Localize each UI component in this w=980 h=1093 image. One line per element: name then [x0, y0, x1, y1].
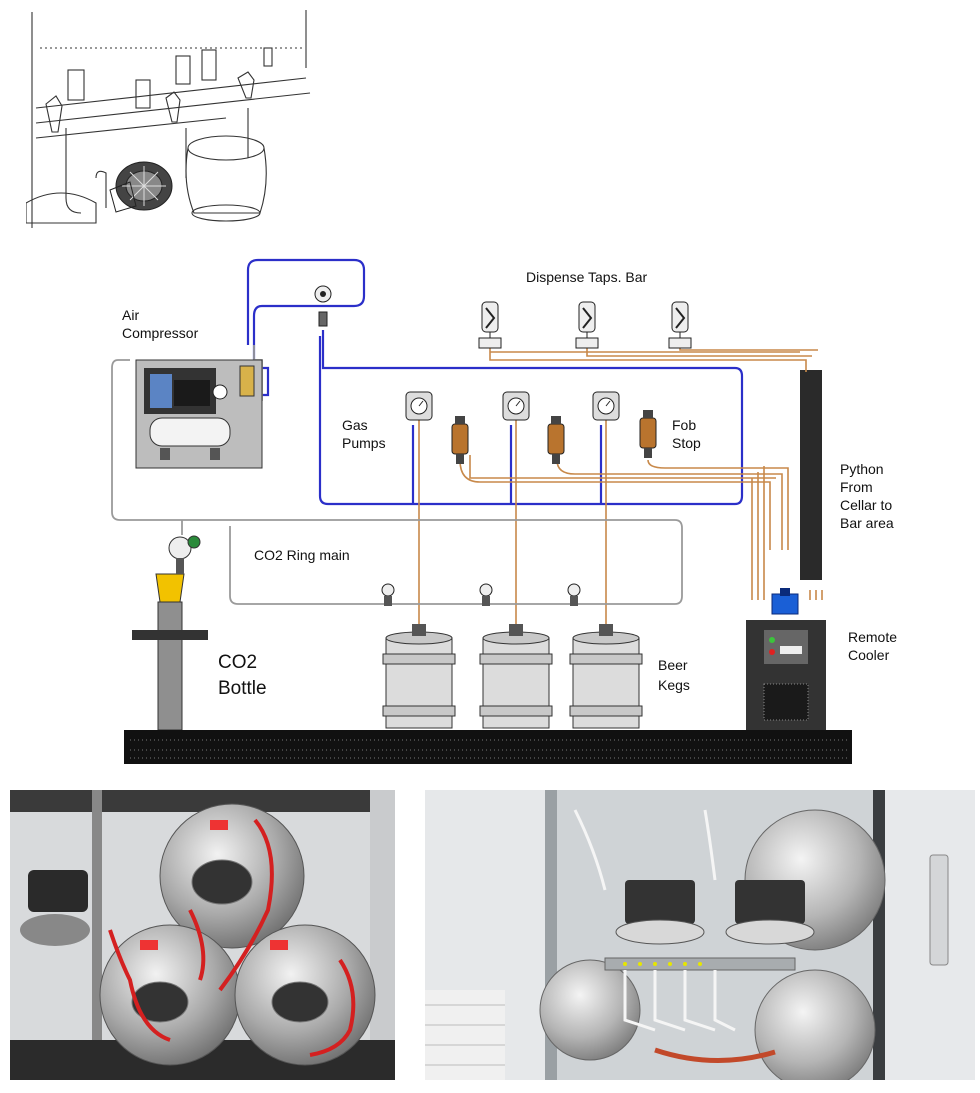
- fob-stop-1: [451, 416, 469, 464]
- dispense-tap-3: [668, 301, 692, 349]
- cellar-tanks-photo: [10, 790, 395, 1080]
- sketch-counter-edge: [35, 77, 307, 109]
- schematic-svg: Dispense Taps. Bar Air Compressor Gas Pu…: [111, 258, 897, 764]
- air-compressor-label-line1: Air: [122, 307, 139, 323]
- cellar-room-svg: [425, 790, 975, 1091]
- cellar-floor: [124, 730, 852, 764]
- bar-sketch-svg: [25, 10, 311, 228]
- python-label-line1: Python: [840, 461, 884, 477]
- gas-regulator-gauge: [314, 285, 332, 327]
- air-compressor-unit: [135, 359, 263, 469]
- door-hinge: [929, 854, 949, 966]
- remote-cooler-label-line1: Remote: [848, 629, 897, 645]
- co2-bottle-label-line2: Bottle: [218, 678, 267, 699]
- co2-ring-main-label: CO2 Ring main: [254, 547, 350, 563]
- stainless-tank-left: [99, 924, 241, 1066]
- dispense-taps: [478, 301, 692, 349]
- beer-keg-2: [479, 624, 553, 729]
- remote-cooler: [746, 588, 826, 730]
- fob-stop-2: [547, 416, 565, 464]
- fob-stop-label-line1: Fob: [672, 417, 696, 433]
- tank-left-lower: [539, 959, 641, 1061]
- co2-bottle-label-line1: CO2: [218, 652, 257, 673]
- tank-right-lower: [754, 969, 876, 1091]
- sketch-keg: [187, 135, 265, 161]
- beer-dispense-schematic: Dispense Taps. Bar Air Compressor Gas Pu…: [0, 250, 980, 770]
- python-label-line3: Cellar to: [840, 497, 892, 513]
- dispense-tap-1: [478, 301, 502, 349]
- keg-gas-gauges: [381, 583, 581, 606]
- gas-pumps-label-line2: Pumps: [342, 435, 386, 451]
- red-hose: [654, 1047, 776, 1063]
- wall-compressor: [20, 870, 90, 946]
- beer-keg-1: [382, 624, 456, 729]
- python-label-line2: From: [840, 479, 873, 495]
- gas-pump-2: [502, 391, 530, 421]
- gas-pumps-label-line1: Gas: [342, 417, 368, 433]
- beer-line-bundle: [573, 809, 736, 1032]
- gas-pumps: [405, 391, 620, 421]
- beer-keg-3: [569, 624, 643, 729]
- gas-line: [246, 258, 744, 506]
- co2-bottle: [132, 535, 208, 731]
- air-compressor-label-line2: Compressor: [122, 325, 199, 341]
- beer-kegs-label-line1: Beer: [658, 657, 688, 673]
- cellar-room-photo: [425, 790, 975, 1091]
- fob-stop-label-line2: Stop: [672, 435, 701, 451]
- cellar-tanks-svg: [10, 790, 395, 1080]
- crate-stack: [425, 1004, 505, 1066]
- co2-regulator: [168, 536, 192, 560]
- beer-kegs: [382, 624, 643, 729]
- dispense-tap-2: [575, 301, 599, 349]
- yellow-valve-tags: [623, 962, 702, 966]
- beer-kegs-label-line2: Kegs: [658, 677, 690, 693]
- beer-line: [418, 348, 823, 626]
- python-trunk: [800, 370, 822, 580]
- gas-pump-3: [592, 391, 620, 421]
- fob-stop-3: [639, 410, 657, 458]
- compressor-tank: [149, 417, 231, 447]
- gas-pump-1: [405, 391, 433, 421]
- remote-cooler-label-line2: Cooler: [848, 647, 890, 663]
- door-frame-right: [875, 790, 975, 1080]
- twin-air-compressors: [615, 880, 815, 945]
- dispense-taps-label: Dispense Taps. Bar: [526, 269, 647, 285]
- fob-stops: [451, 410, 657, 464]
- red-beer-hoses: [108, 818, 356, 1057]
- bar-sketch-illustration: [25, 8, 322, 238]
- sketch-compressor: [109, 161, 173, 213]
- sketch-tap-3: [237, 71, 255, 99]
- sketch-tap-2: [165, 91, 181, 123]
- sketch-tap-1: [45, 95, 63, 133]
- python-label-line4: Bar area: [840, 515, 894, 531]
